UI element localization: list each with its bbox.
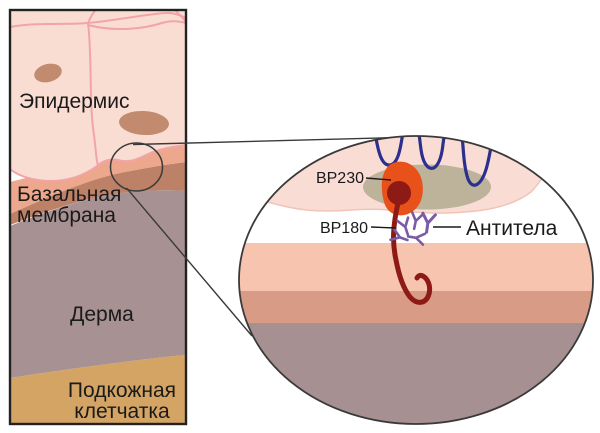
bp230-label: BP230 — [316, 170, 364, 187]
cell-bottom-edge — [10, 144, 186, 183]
epidermis-region — [10, 10, 186, 181]
magnifier-line-bottom — [125, 187, 253, 337]
antibody-icon — [421, 211, 437, 234]
keratin-filaments-icon — [372, 136, 494, 187]
cell-junction-up — [87, 10, 98, 24]
antibody-icon — [396, 216, 410, 236]
bp180-label: BP180 — [320, 220, 368, 237]
basal-membrane-salmon-band — [10, 140, 186, 214]
basal-membrane-label-line2: мембрана — [17, 204, 116, 227]
antibodies-cluster — [389, 210, 437, 246]
dermis-label: Дерма — [70, 303, 134, 326]
skin-panel: Эпидермис Базальная мембрана Дерма Подко… — [10, 10, 186, 424]
bp180-head — [387, 181, 411, 205]
cell-top-left-wall — [10, 22, 89, 28]
inset-band-mauve — [239, 323, 593, 424]
basal-membrane-label-line1: Базальная — [17, 183, 121, 206]
cell-nucleus — [34, 63, 62, 83]
bp180-pointer-line — [370, 226, 397, 229]
magnified-inset: BP230 BP180 Антитела — [239, 136, 593, 424]
subcutis-label-line1: Подкожная — [68, 379, 176, 402]
panel-border — [8, 8, 188, 426]
bp230-pointer-line — [365, 177, 392, 181]
dermis-region — [10, 190, 186, 378]
antibody-icon — [406, 232, 427, 246]
cell-nucleus — [119, 110, 169, 136]
antibody-icon — [389, 228, 409, 242]
antibodies-label: Антитела — [466, 217, 558, 240]
basal-membrane-brown-band — [10, 162, 186, 225]
inset-ellipse-outline — [238, 135, 594, 425]
cell-membrane-lines — [10, 10, 186, 183]
inset-band-salmon-light — [239, 243, 593, 291]
epidermis-label: Эпидермис — [19, 90, 129, 113]
cell-divider — [87, 22, 99, 167]
magnifier-line-top — [132, 136, 418, 146]
bp180-filament — [391, 200, 433, 305]
subcutis-label-line2: клетчатка — [74, 400, 170, 423]
subcutis-region — [10, 355, 186, 424]
inset-band-salmon-dark — [239, 291, 593, 323]
antibody-icon — [410, 210, 425, 231]
magnifier-circle — [109, 142, 164, 192]
cell-lens-lower-wall — [87, 20, 186, 31]
